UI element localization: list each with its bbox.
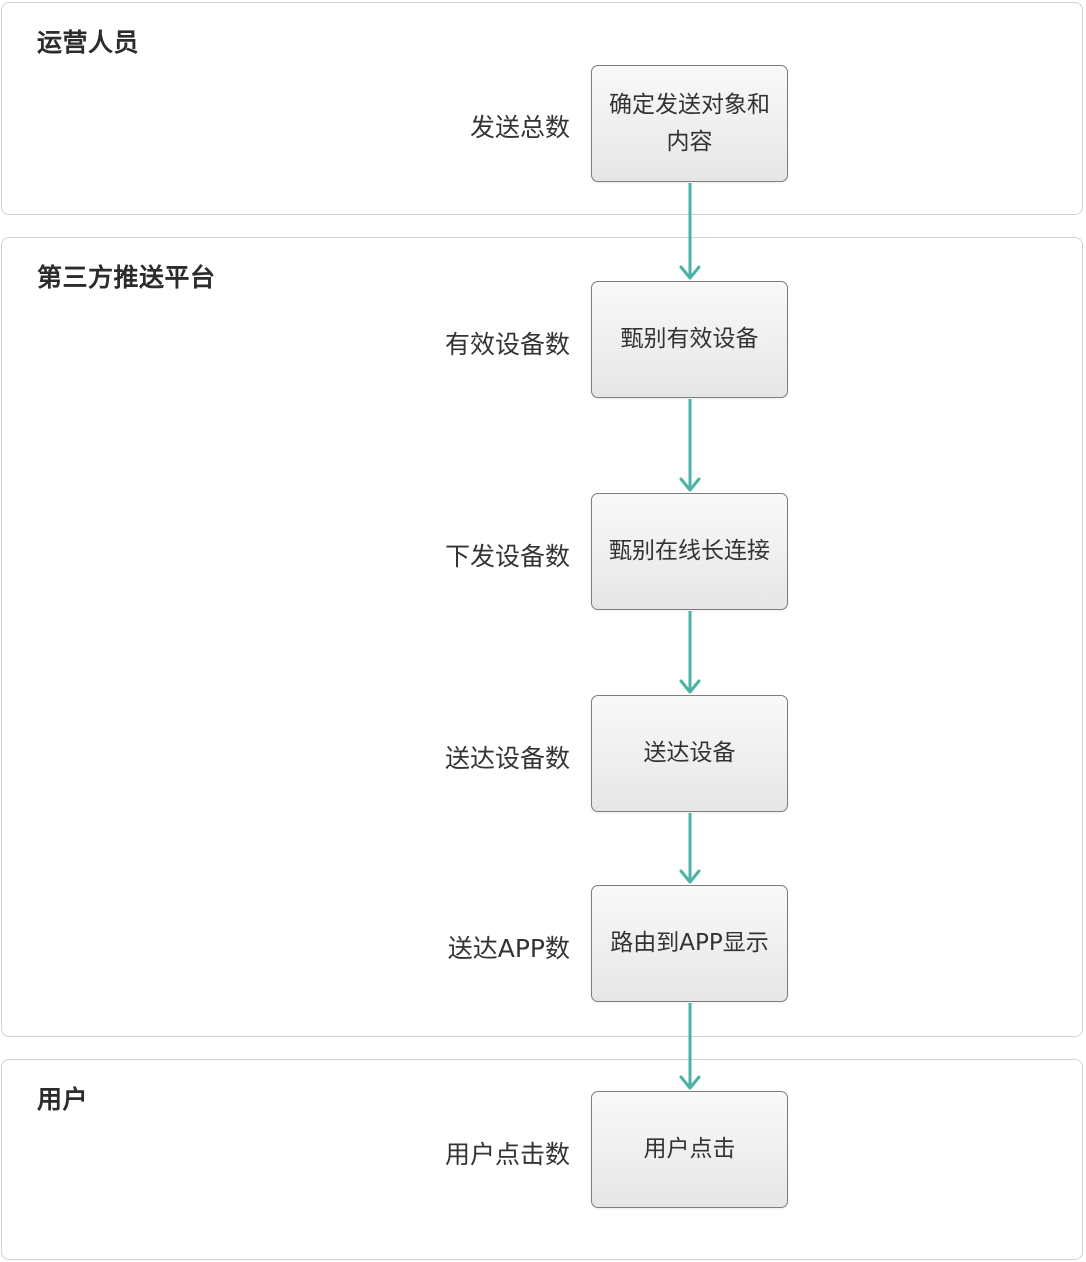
metric-delivered-devices: 送达设备数 [444, 744, 570, 773]
lane-ops: 运营人员 [1, 2, 1083, 215]
step-box-user-click: 用户点击 [591, 1091, 788, 1208]
metric-user-clicks: 用户点击数 [444, 1140, 570, 1169]
step-box-filter-online-connections: 甄别在线长连接 [591, 493, 788, 610]
lane-platform-title: 第三方推送平台 [37, 263, 216, 292]
step-box-define-target: 确定发送对象和内容 [591, 65, 788, 182]
lane-user: 用户 [1, 1059, 1083, 1260]
lane-ops-title: 运营人员 [37, 28, 140, 57]
step-box-filter-valid-devices: 甄别有效设备 [591, 281, 788, 398]
step-box-deliver-device: 送达设备 [591, 695, 788, 812]
metric-dispatched-devices: 下发设备数 [444, 542, 570, 571]
metric-valid-devices: 有效设备数 [444, 330, 570, 359]
lane-user-title: 用户 [37, 1085, 89, 1114]
lane-platform: 第三方推送平台 [1, 237, 1083, 1037]
metric-delivered-apps: 送达APP数 [447, 934, 570, 963]
metric-total-sent: 发送总数 [469, 113, 570, 142]
step-box-route-to-app: 路由到APP显示 [591, 885, 788, 1002]
